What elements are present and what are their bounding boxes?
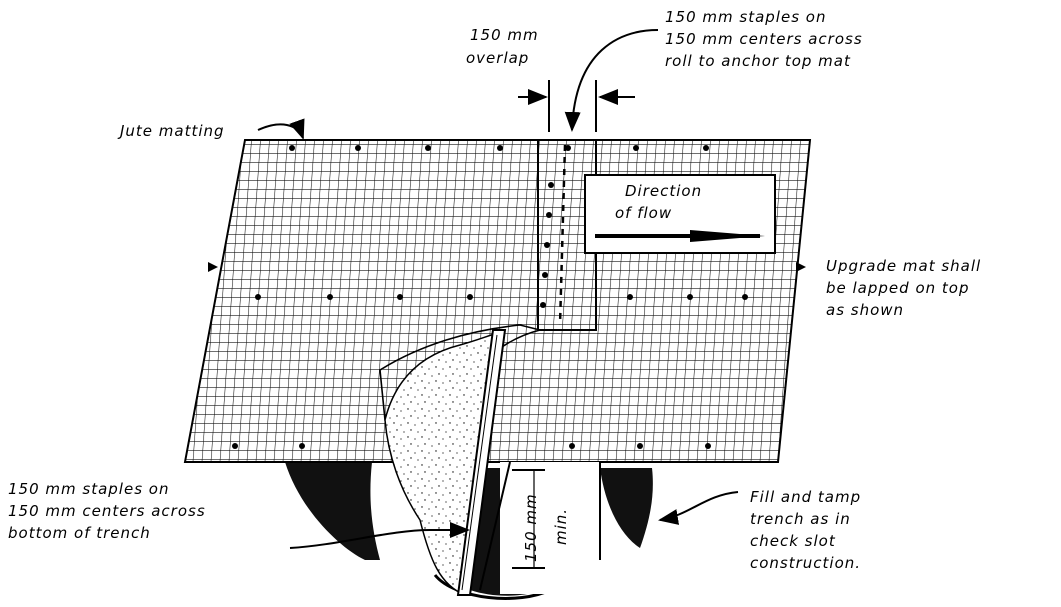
jute-matting-label: Jute matting bbox=[117, 122, 225, 140]
staple bbox=[327, 294, 333, 300]
staple bbox=[355, 145, 361, 151]
bottom-staples-note: 150 mm staples on 150 mm centers across … bbox=[8, 480, 470, 549]
fill-tamp-note: Fill and tamp trench as in check slot co… bbox=[658, 488, 861, 572]
upgrade-line2: be lapped on top bbox=[826, 279, 969, 297]
bottom-staples-line2: 150 mm centers across bbox=[8, 502, 206, 520]
flow-box bbox=[584, 174, 776, 254]
soil-left-mass bbox=[285, 462, 380, 560]
staple bbox=[637, 443, 643, 449]
bottom-staples-line3: bottom of trench bbox=[8, 524, 151, 542]
staple bbox=[542, 272, 548, 278]
staple bbox=[627, 294, 633, 300]
staple bbox=[548, 182, 554, 188]
mat-gap bbox=[500, 462, 600, 594]
jute-matting-leader bbox=[257, 118, 305, 140]
left-edge-tick bbox=[208, 262, 218, 272]
bottom-staples-line1: 150 mm staples on bbox=[8, 480, 169, 498]
trench-bottom bbox=[433, 574, 551, 600]
depth-label-line2: min. bbox=[552, 508, 570, 545]
staple bbox=[397, 294, 403, 300]
staple bbox=[467, 294, 473, 300]
depth-dimension: 150 mm min. bbox=[512, 469, 570, 569]
top-staples-leader bbox=[564, 29, 659, 132]
staple bbox=[687, 294, 693, 300]
staple bbox=[633, 145, 639, 151]
staple bbox=[705, 443, 711, 449]
slot-left-wall bbox=[479, 461, 511, 591]
staple bbox=[425, 145, 431, 151]
mat-staples bbox=[232, 145, 748, 449]
staple bbox=[742, 294, 748, 300]
top-staples-line2: 150 mm centers across bbox=[665, 30, 863, 48]
fill-line3: check slot bbox=[750, 532, 836, 550]
staple bbox=[569, 443, 575, 449]
fill-line4: construction. bbox=[750, 554, 861, 572]
staple bbox=[565, 145, 571, 151]
upgrade-line1: Upgrade mat shall bbox=[826, 257, 981, 275]
fill-line1: Fill and tamp bbox=[750, 488, 861, 506]
edge-ticks bbox=[208, 262, 806, 272]
top-staples-line1: 150 mm staples on bbox=[665, 8, 826, 26]
upgrade-note: Upgrade mat shall be lapped on top as sh… bbox=[826, 257, 981, 319]
overlap-label-line2: overlap bbox=[466, 49, 529, 67]
staple bbox=[703, 145, 709, 151]
staple bbox=[540, 302, 546, 308]
jute-matting-note: Jute matting bbox=[117, 118, 305, 140]
soil-right-mass bbox=[600, 468, 653, 548]
right-edge-tick bbox=[796, 262, 806, 272]
staple bbox=[255, 294, 261, 300]
staple bbox=[299, 443, 305, 449]
staple bbox=[289, 145, 295, 151]
flow-label-line2: of flow bbox=[615, 204, 672, 222]
upgrade-line3: as shown bbox=[826, 301, 904, 319]
staple bbox=[232, 443, 238, 449]
slot-board-inner bbox=[461, 334, 498, 591]
fill-line2: trench as in bbox=[750, 510, 851, 528]
overlap-dimension: 150 mm overlap bbox=[466, 26, 635, 132]
flow-indicator: Direction of flow bbox=[584, 174, 776, 254]
flow-arrowhead bbox=[690, 230, 765, 242]
flow-label-line1: Direction bbox=[625, 182, 702, 200]
staple bbox=[544, 242, 550, 248]
bottom-staples-leader bbox=[289, 522, 470, 549]
staple bbox=[497, 145, 503, 151]
staple bbox=[546, 212, 552, 218]
top-staples-line3: roll to anchor top mat bbox=[665, 52, 851, 70]
top-staples-note: 150 mm staples on 150 mm centers across … bbox=[564, 8, 863, 132]
depth-label-line1: 150 mm bbox=[522, 493, 540, 562]
overlap-label-line1: 150 mm bbox=[470, 26, 539, 44]
fill-tamp-leader bbox=[658, 491, 739, 525]
